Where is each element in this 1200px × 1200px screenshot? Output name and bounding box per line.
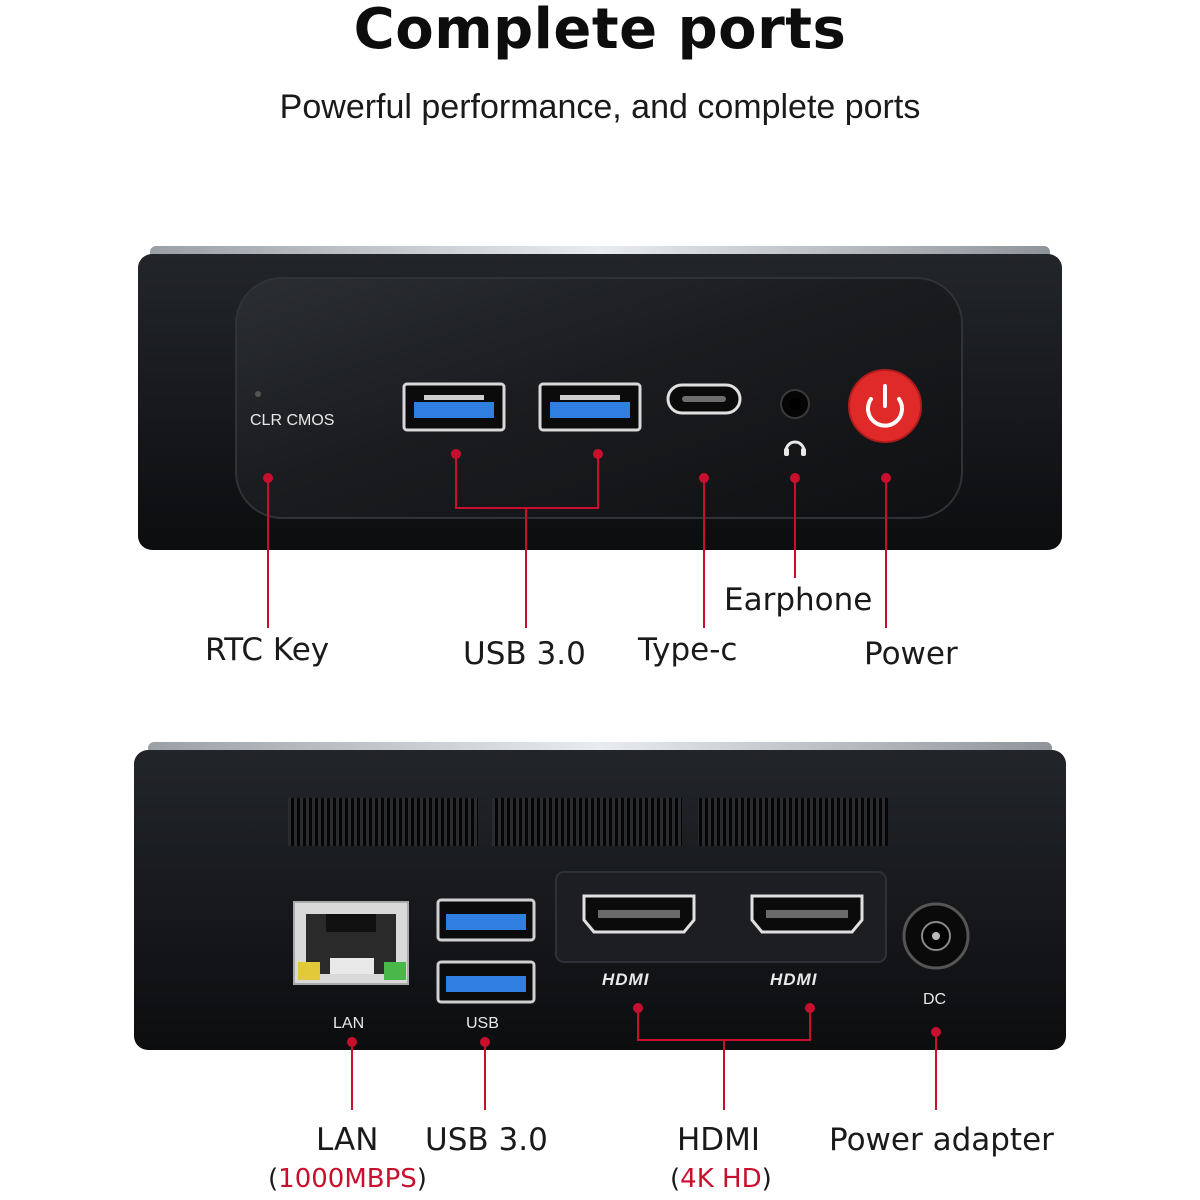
front-callout-lines [267,454,887,628]
vent-2 [492,798,682,846]
rear-callout-dots [347,1003,941,1047]
lan-port-text: LAN [333,1015,365,1032]
label-power: Power [864,636,958,672]
power-button [848,369,922,443]
label-rtc-key: RTC Key [205,632,330,668]
page-title: Complete ports [353,0,847,62]
headset-icon [784,440,806,456]
front-usb-port-1 [402,382,506,432]
label-front-usb: USB 3.0 [463,636,586,672]
vent-3 [698,798,888,846]
label-hdmi: HDMI [677,1122,761,1158]
dc-jack [902,902,970,970]
label-hdmi-res: (4K HD) [670,1164,772,1194]
label-rear-usb: USB 3.0 [425,1122,548,1158]
earphone-jack [780,389,810,419]
hdmi-port-2 [750,894,864,934]
label-earphone: Earphone [724,582,873,618]
front-usb-port-2 [538,382,642,432]
label-lan-speed: (1000MBPS) [268,1164,427,1194]
label-lan: LAN [316,1122,379,1158]
rear-usb-port-1 [436,898,536,942]
rear-callout-lines [351,1008,937,1110]
front-device [138,246,1062,628]
label-type-c: Type-c [638,632,738,668]
vent-1 [288,798,478,846]
clr-cmos-text: CLR CMOS [250,412,335,429]
hdmi-port-1 [582,894,696,934]
lan-port [293,901,409,985]
page-subtitle: Powerful performance, and complete ports [279,88,921,126]
clr-cmos-hole [255,391,261,397]
label-power-adapter: Power adapter [829,1122,1054,1158]
rear-usb-port-2 [436,960,536,1004]
hdmi-logo-2: HDMI [770,970,818,989]
type-c-port [666,383,742,415]
front-callout-dots [263,449,891,483]
rear-device [134,742,1066,1110]
hdmi-logo-1: HDMI [602,970,650,989]
dc-port-text: DC [923,991,947,1008]
usb-port-text: USB [466,1015,499,1032]
